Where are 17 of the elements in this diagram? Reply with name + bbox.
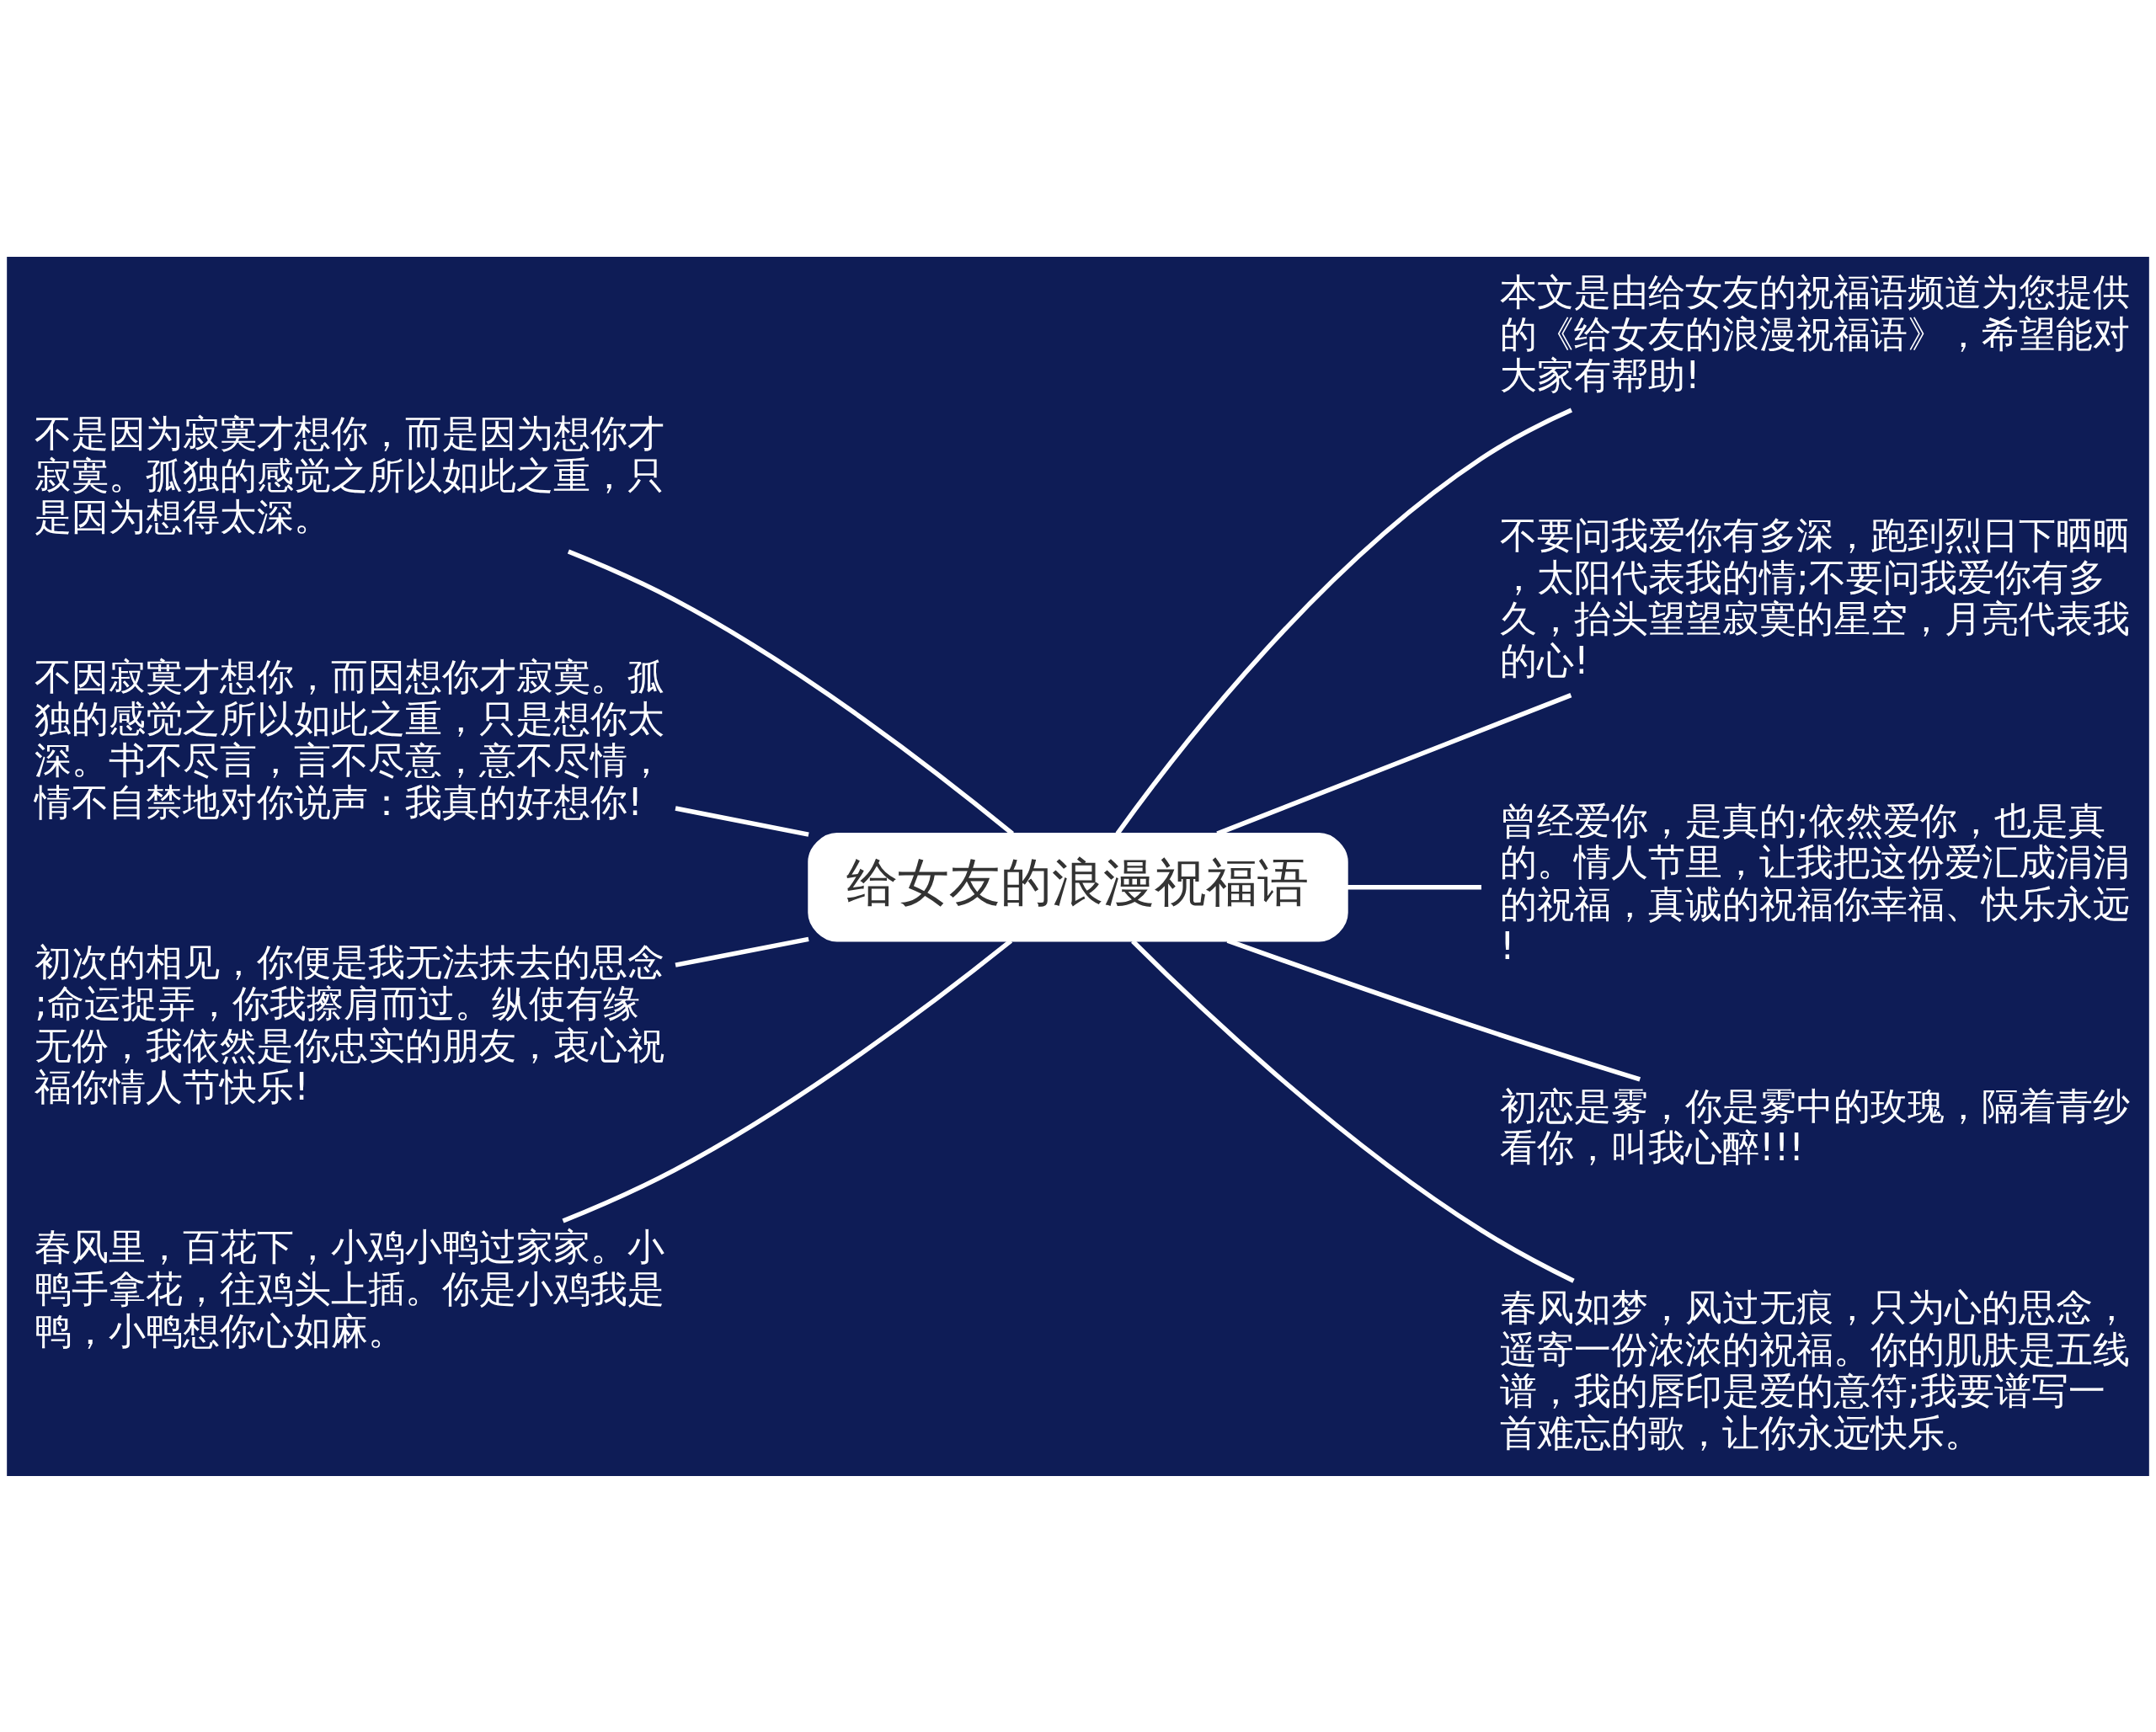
connector <box>1347 884 1481 890</box>
node-text: 不因寂寞才想你，而因想你才寂寞。孤独的感觉之所以如此之重，只是想你太深。书不尽言，言不尽意，意不尽情，情不自禁地对你说声：我真的好想你! <box>35 654 665 823</box>
connector <box>1115 408 1573 835</box>
node-text: 本文是由给女友的祝福语频道为您提供的《给女友的浪漫祝福语》，希望能对大家有帮助! <box>1500 269 2131 397</box>
node-text: 初次的相见，你便是我无法抹去的思念;命运捉弄，你我擦肩而过。纵使有缘无份，我依然是你忠实的朋友，衷心祝福你情人节快乐! <box>35 940 665 1108</box>
connector <box>562 938 1013 1223</box>
node-box: 给女友的浪漫祝福语 <box>808 832 1348 941</box>
connector <box>1131 939 1575 1283</box>
node-text: 曾经爱你，是真的;依然爱你，也是真的。情人节里，让我把这份爱汇成涓涓的祝福，真诚的祝福你幸福、快乐永远! <box>1500 798 2131 967</box>
connector <box>567 548 1014 835</box>
node-text: 初恋是雾，你是雾中的玫瑰，隔着青纱看你，叫我心醉!!! <box>1500 1084 2131 1169</box>
connector <box>675 805 809 837</box>
node-text: 春风如梦，风过无痕，只为心的思念，遥寄一份浓浓的祝福。你的肌肤是五线谱，我的唇印是爱的意符;我要谱写一首难忘的歌，让你永远快乐。 <box>1500 1285 2131 1454</box>
node-text: 春风里，百花下，小鸡小鸭过家家。小鸭手拿花，往鸡头上插。你是小鸡我是鸭，小鸭想你心如麻。 <box>35 1224 665 1352</box>
node-text: 不要问我爱你有多深，跑到烈日下晒晒，太阳代表我的情;不要问我爱你有多久，抬头望望寂寞的星空，月亮代表我的心! <box>1500 513 2131 682</box>
connector <box>675 936 809 967</box>
node-text: 不是因为寂寞才想你，而是因为想你才寂寞。孤独的感觉之所以如此之重，只是因为想得太深。 <box>35 411 665 538</box>
